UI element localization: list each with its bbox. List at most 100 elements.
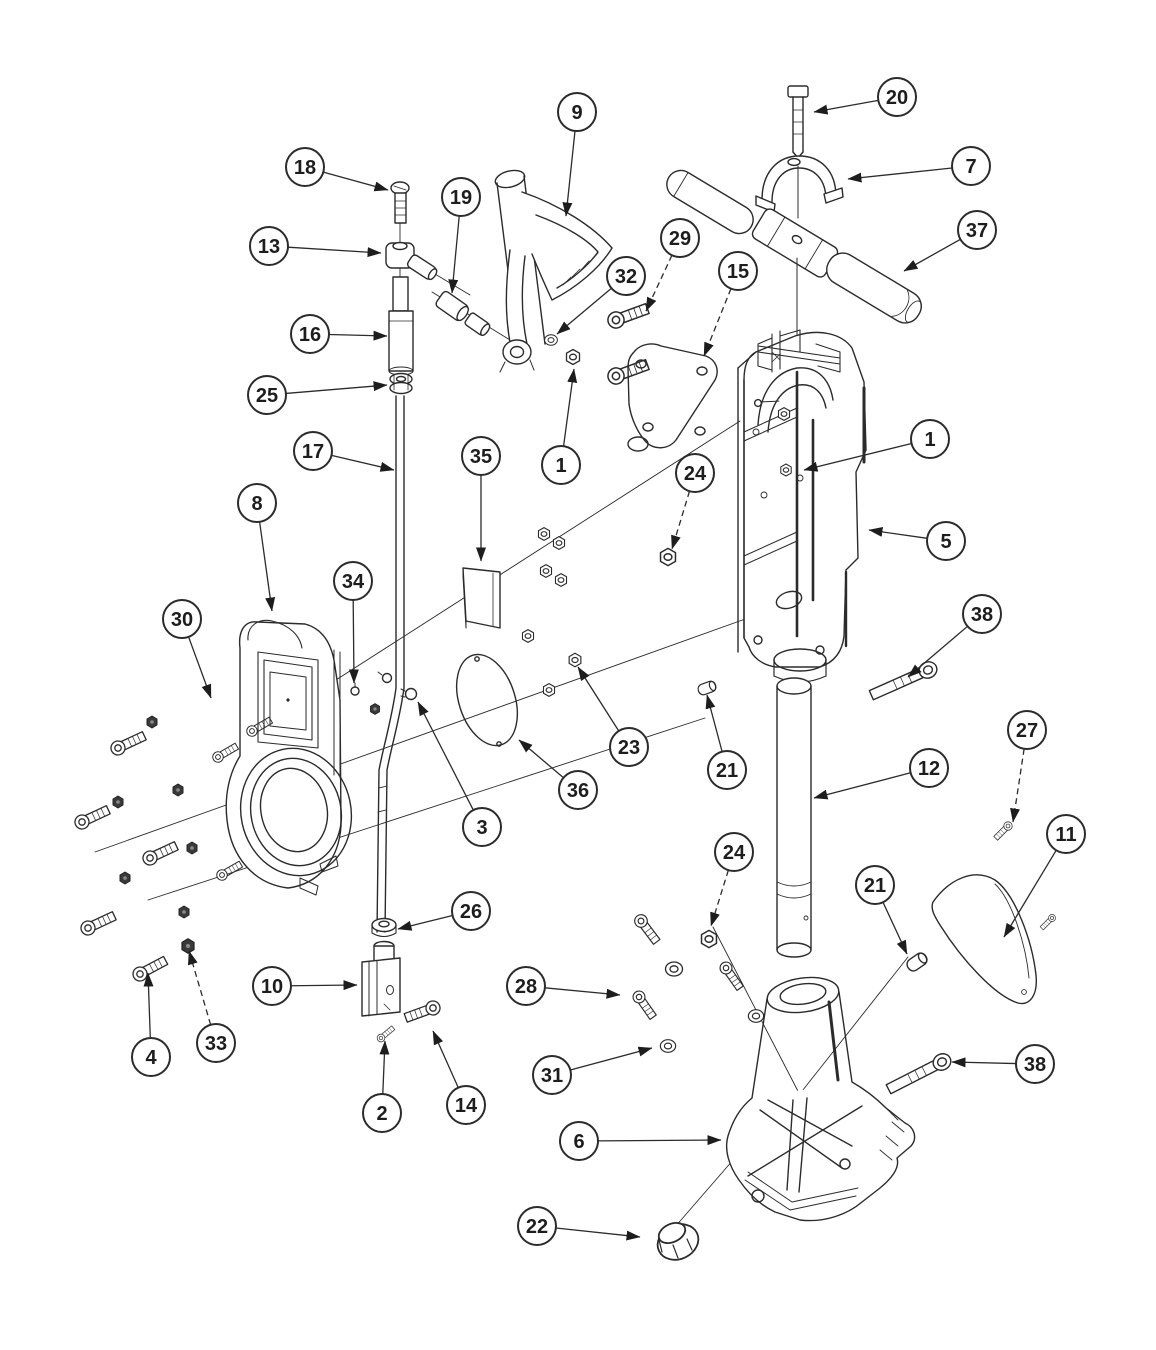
balloon-label-28: 28 [515,976,537,998]
leader-arrow-5 [868,526,928,539]
balloon-11 [1046,814,1086,854]
callout-33: 33 [188,950,236,1063]
callout-1: 1 [541,368,581,485]
balloon-label-9: 9 [571,102,582,124]
balloon-label-14: 14 [455,1095,478,1117]
balloon-12 [909,748,949,788]
leader-arrow-16 [328,330,388,341]
callout-30: 30 [162,599,212,699]
balloon-38 [962,594,1002,634]
hex-bolt-upper [868,661,938,701]
clevis-block [361,940,401,1017]
balloon-36 [558,770,598,810]
balloon-label-27: 27 [1016,720,1038,742]
balloon-9 [557,92,597,132]
callout-15: 15 [703,251,758,357]
right-grip [826,252,922,324]
ball-socket-small [369,671,393,716]
balloon-label-20: 20 [886,87,908,109]
balloon-label-19: 19 [450,187,472,209]
clevis-bolt [402,998,443,1026]
balloon-label-8: 8 [251,493,262,515]
tiller-crossbar [666,169,922,339]
callout-9: 9 [557,92,597,217]
callout-27: 27 [1007,710,1047,823]
hex-bolt-lower [885,1053,952,1095]
balloon-15 [718,251,758,291]
callout-37: 37 [903,210,997,272]
lower-link-nut [181,937,195,955]
balloon-20 [877,77,917,117]
balloon-label-35: 35 [470,446,492,468]
balloon-1 [910,419,950,459]
balloon-label-2: 2 [376,1103,387,1125]
clevis-pin-upper [696,679,718,697]
balloon-label-30: 30 [171,609,193,631]
balloon-38 [1015,1044,1055,1084]
steering-rod [376,395,405,933]
rod-ball-stud [400,687,418,701]
callout-38: 38 [951,1044,1055,1084]
balloon-6 [559,1121,599,1161]
balloon-label-38: 38 [971,604,993,626]
cap-nut [656,1222,700,1261]
balloon-5 [926,521,966,561]
balloon-30 [162,599,202,639]
balloon-27 [1007,710,1047,750]
leader-arrow-38 [907,625,968,678]
balloon-8 [237,483,277,523]
callout-38: 38 [907,594,1002,678]
leader-arrow-3 [417,701,474,811]
leader-arrow-4 [143,972,154,1039]
callout-1: 1 [803,419,950,472]
leader-arrow-34 [348,599,359,684]
lower-link-bolt [129,953,170,985]
balloon-label-3: 3 [476,817,487,839]
balloon-label-11: 11 [1055,824,1076,846]
balloon-13 [249,226,289,266]
callout-11: 11 [1003,814,1086,938]
callout-26: 26 [397,891,491,931]
leader-arrow-22 [555,1227,641,1241]
callout-36: 36 [518,739,598,810]
stabilizer-fin [931,874,1037,1005]
hex-nut-upper [659,547,677,567]
leader-arrow-38 [951,1057,1017,1068]
leader-arrow-26 [397,914,453,931]
balloon-label-10: 10 [261,976,283,998]
transom-mount [225,619,353,896]
balloon-10 [252,966,292,1006]
leader-arrow-10 [290,980,358,991]
leader-arrow-17 [331,454,395,472]
leader-arrow-33 [188,950,212,1025]
rod-barrel [388,276,414,376]
callout-20: 20 [813,77,917,117]
callout-16: 16 [290,314,388,354]
balloon-label-12: 12 [918,758,940,780]
balloon-label-1: 1 [924,429,935,451]
balloon-23 [609,727,649,767]
upper-housing [737,329,867,683]
leader-arrow-36 [518,739,564,779]
callout-4: 4 [131,972,171,1077]
balloon-7 [951,146,991,186]
handle-spacers [435,290,491,337]
gasket-pad [455,653,519,747]
balloon-3 [462,807,502,847]
balloon-label-29: 29 [669,228,691,250]
callout-3: 3 [417,701,502,847]
balloon-35 [461,436,501,476]
leader-arrow-20 [813,99,879,115]
callout-17: 17 [293,431,395,472]
callout-7: 7 [847,146,991,186]
callout-28: 28 [506,966,621,1006]
balloon-label-25: 25 [256,385,278,407]
callout-24: 24 [710,832,754,927]
callout-21: 21 [705,694,747,790]
callout-25: 25 [247,375,388,415]
balloon-21 [855,865,895,905]
balloon-22 [517,1206,557,1246]
leader-arrow-6 [597,1135,722,1146]
